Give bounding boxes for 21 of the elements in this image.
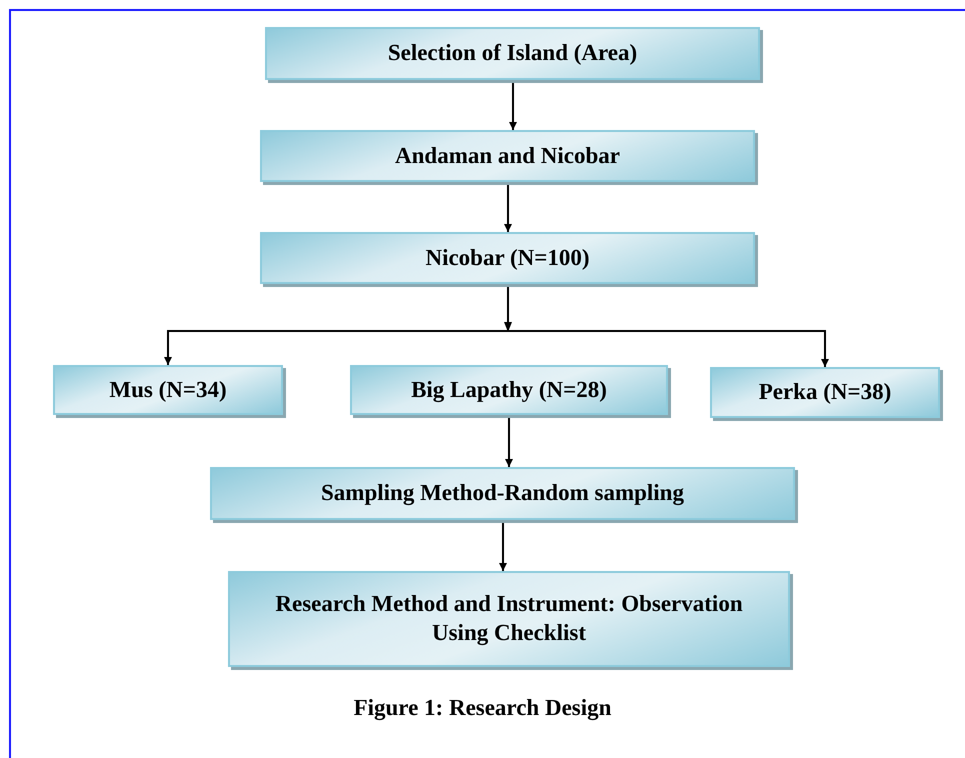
box-label: Sampling Method-Random sampling [321, 479, 684, 508]
arrow [509, 82, 517, 130]
arrow [504, 184, 512, 232]
process-box [260, 232, 755, 284]
box-label: Mus (N=34) [109, 376, 227, 404]
box-label: Big Lapathy (N=28) [411, 376, 607, 404]
arrow [505, 417, 513, 467]
process-box [350, 365, 668, 415]
process-box [260, 130, 755, 182]
box-label: Selection of Island (Area) [388, 39, 638, 68]
box-label: Research Method and Instrument: Observation Using Checklist [274, 590, 744, 648]
box-label: Andaman and Nicobar [395, 142, 620, 170]
process-box [265, 27, 760, 80]
process-box [228, 571, 790, 667]
figure-caption: Figure 1: Research Design [352, 695, 612, 721]
arrow [499, 522, 507, 571]
process-box [710, 367, 940, 418]
box-label: Perka (N=38) [758, 378, 892, 406]
box-label: Nicobar (N=100) [425, 244, 590, 272]
process-box [53, 365, 283, 415]
process-box [210, 467, 795, 520]
